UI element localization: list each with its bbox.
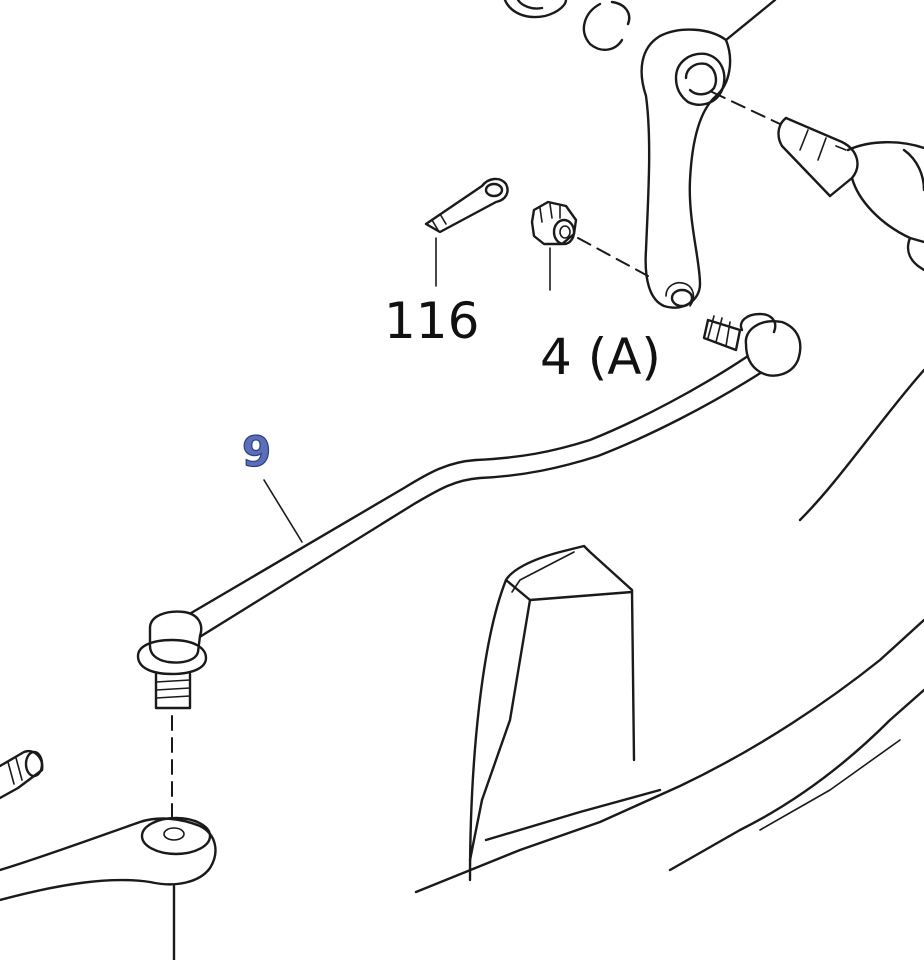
- ball-stud-right: [702, 312, 802, 377]
- small-stud-left: [0, 749, 44, 800]
- control-rod: [184, 354, 764, 640]
- steering-shaft: [711, 91, 924, 272]
- cotter-pin: [424, 177, 509, 287]
- callout-label-4a: 4 (A): [540, 328, 661, 386]
- callout-leaders: [263, 479, 303, 543]
- pitman-arm: [640, 0, 777, 309]
- castle-nut: [530, 200, 649, 291]
- lower-arm: [0, 816, 217, 960]
- frame-member: [414, 368, 924, 894]
- ball-stud-left: [136, 610, 208, 821]
- retaining-clip-group: [503, 0, 631, 51]
- callout-label-9[interactable]: 9: [241, 426, 271, 476]
- callout-label-116: 116: [384, 292, 479, 350]
